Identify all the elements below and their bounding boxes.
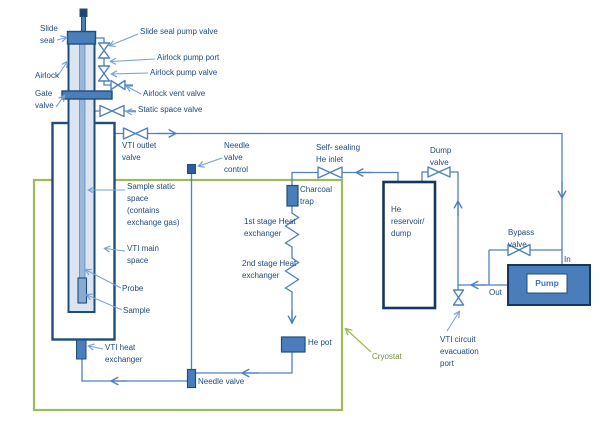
valves bbox=[97, 42, 531, 306]
pump-label: Pump bbox=[535, 278, 559, 288]
leader-airlock-vent-valve bbox=[127, 87, 142, 95]
needle-valve-body bbox=[186, 368, 197, 389]
label-he-reservoir: He reservoir/ dump bbox=[391, 205, 425, 238]
leader-static-space-valve bbox=[127, 112, 137, 113]
label-airlock-pump-port: Airlock pump port bbox=[157, 53, 220, 62]
self-sealing-he-inlet-valve-icon bbox=[317, 166, 343, 179]
label-self-sealing-he-inlet: Self- sealing He inlet bbox=[316, 143, 361, 164]
needle-valve-control-knob bbox=[187, 164, 196, 174]
label-dump-valve: Dump valve bbox=[430, 146, 452, 167]
vti-heat-exchanger-body bbox=[76, 339, 87, 360]
pipe-heat-exchanger-zigzag bbox=[284, 206, 300, 324]
leader-slide-seal bbox=[56, 38, 66, 41]
vti-outlet-valve-icon bbox=[122, 127, 149, 140]
label-airlock: Airlock bbox=[35, 71, 60, 80]
label-static-space-valve: Static space valve bbox=[138, 105, 203, 114]
slide-seal-block bbox=[66, 30, 97, 45]
label-he-pot: He pot bbox=[308, 338, 332, 347]
label-vti-heat-exchanger: VTI heat exchanger bbox=[105, 343, 143, 364]
sample-holder bbox=[77, 277, 88, 304]
leader-vti-main-space bbox=[105, 249, 126, 252]
slide-seal-pump-valve-icon bbox=[97, 42, 111, 59]
label-slide-seal-pump-valve: Slide seal pump valve bbox=[140, 27, 218, 36]
label-needle-valve-control: Needle valve control bbox=[224, 141, 250, 174]
label-charcoal-trap: Charcoal trap bbox=[300, 185, 333, 206]
label-probe: Probe bbox=[122, 284, 144, 293]
label-vti-main-space: VTI main space bbox=[127, 244, 160, 265]
label-stage1-heat-exchanger: 1st stage Heat exchanger bbox=[244, 217, 296, 238]
leader-cryostat bbox=[346, 329, 372, 353]
leader-airlock-pump-port bbox=[111, 59, 156, 62]
probe-top-knob bbox=[79, 8, 88, 17]
label-sample-static-space: Sample static space (contains exchange g… bbox=[127, 182, 180, 227]
leader-sample bbox=[87, 295, 123, 311]
label-needle-valve: Needle valve bbox=[198, 377, 245, 386]
label-sample: Sample bbox=[123, 306, 151, 315]
airlock-vent-valve-icon bbox=[110, 79, 126, 91]
cryostat-boundary bbox=[32, 178, 344, 412]
leader-vti-heat-exchanger bbox=[89, 346, 104, 349]
pipe-needle-to-vti-hx bbox=[81, 359, 187, 382]
label-slide-seal: Slide seal bbox=[40, 24, 58, 45]
gate-valve-bar bbox=[61, 90, 113, 100]
label-cryostat: Cryostat bbox=[372, 352, 402, 361]
label-vti-evacuation-port: VTI circuit evacuation port bbox=[440, 335, 479, 368]
leader-airlock bbox=[56, 62, 67, 78]
leader-lines bbox=[55, 33, 459, 349]
label-gate-valve: Gate valve bbox=[35, 89, 54, 110]
pipe-vti-outlet-to-pump bbox=[115, 132, 563, 265]
pipe-hepot-to-needle bbox=[196, 352, 293, 374]
airlock-pump-valve-icon bbox=[97, 65, 111, 82]
leader-vti-evacuation-port bbox=[446, 312, 459, 332]
leader-probe bbox=[86, 270, 122, 289]
label-port-out: Out bbox=[489, 288, 502, 297]
label-port-in: In bbox=[564, 255, 571, 264]
pump-label-plate bbox=[526, 273, 568, 294]
label-airlock-pump-valve: Airlock pump valve bbox=[150, 68, 218, 77]
he-pot-body bbox=[280, 336, 306, 353]
label-vti-outlet-valve: VTI outlet valve bbox=[122, 141, 157, 162]
he-reservoir-box bbox=[382, 180, 437, 310]
leader-airlock-pump-valve bbox=[112, 73, 149, 74]
leader-slide-seal-pump-valve bbox=[110, 33, 139, 46]
leader-needle-valve-control bbox=[199, 157, 223, 166]
dump-valve-icon bbox=[427, 166, 451, 178]
label-airlock-vent-valve: Airlock vent valve bbox=[143, 89, 206, 98]
probe-rod bbox=[79, 43, 86, 303]
label-stage2-heat-exchanger: 2nd stage Heat exchanger bbox=[242, 259, 297, 280]
pipe-he-inlet bbox=[291, 171, 399, 186]
vti-evacuation-valve-icon bbox=[452, 289, 465, 306]
label-bypass-valve: Bypass valve bbox=[508, 228, 535, 249]
charcoal-trap-body bbox=[286, 184, 299, 207]
static-space-valve-icon bbox=[99, 104, 125, 118]
probe-stem bbox=[81, 15, 86, 33]
leader-gate-valve bbox=[55, 96, 64, 108]
bypass-valve-icon bbox=[507, 243, 531, 257]
